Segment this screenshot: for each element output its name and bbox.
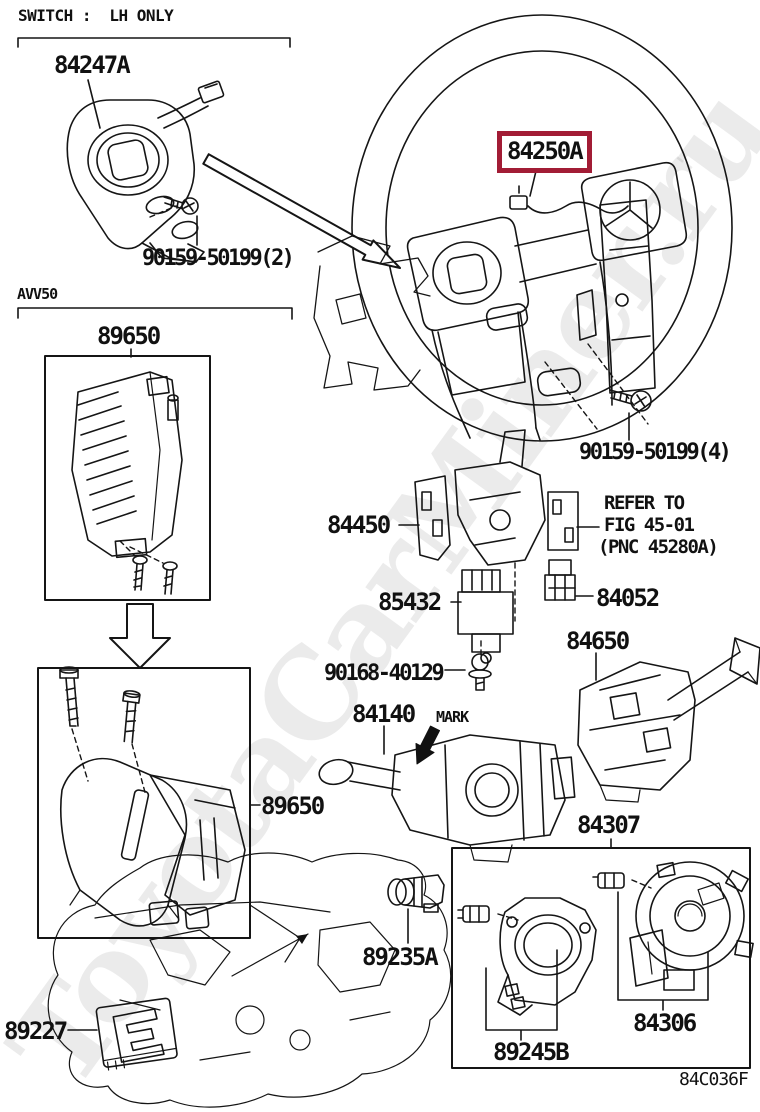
mark-note: MARK: [436, 708, 469, 726]
part-label-89245B[interactable]: 89245B: [493, 1038, 570, 1066]
clamp-84450-drawing: [415, 430, 578, 565]
group-boxes: [38, 356, 750, 1068]
part-label-84052[interactable]: 84052: [596, 584, 660, 612]
part-label-84650[interactable]: 84650: [566, 627, 630, 655]
switch-84140-drawing: [317, 735, 575, 862]
part-label-84247A[interactable]: 84247A: [54, 51, 131, 79]
part-label-89650-upper[interactable]: 89650: [97, 322, 161, 350]
lever-84650-drawing: [578, 638, 760, 802]
variant-bracket: [18, 308, 292, 319]
part-label-84450[interactable]: 84450: [327, 511, 391, 539]
variant-code: AVV50: [17, 285, 58, 303]
part-label-85432[interactable]: 85432: [378, 588, 442, 616]
switch-85432-drawing: [458, 570, 513, 663]
part-label-90159-50199-4[interactable]: 90159-50199(4): [579, 440, 732, 465]
spiral-cable-84306-drawing: [630, 862, 753, 990]
figure-code: 84C036F: [679, 1069, 749, 1090]
part-label-90159-50199-2[interactable]: 90159-50199(2): [142, 246, 295, 271]
switch-84247A-drawing: [67, 81, 224, 262]
module-89227-drawing: [96, 998, 178, 1071]
part-label-84306[interactable]: 84306: [633, 1009, 697, 1037]
screw-icon: [164, 197, 198, 214]
ecu-89650-lower-drawing: [60, 667, 245, 929]
clip-icon: [458, 873, 624, 922]
screw-90168-drawing: [469, 654, 491, 690]
header-note: SWITCH : LH ONLY: [18, 6, 174, 25]
down-arrow: [110, 604, 170, 668]
refer-note-line1: REFER TO: [604, 492, 685, 514]
bolt-icon: [60, 667, 78, 726]
ecu-89650-upper-drawing: [72, 372, 182, 594]
mark-arrow-icon: [416, 726, 440, 764]
bolt-icon: [117, 690, 140, 743]
part-label-84250A-highlighted[interactable]: 84250A: [497, 131, 592, 174]
header-bracket: [18, 38, 290, 47]
refer-note-line2: FIG 45-01: [604, 514, 695, 536]
part-label-89650-lower[interactable]: 89650: [261, 792, 325, 820]
part-label-84140[interactable]: 84140: [352, 700, 416, 728]
screw-icon: [133, 556, 177, 594]
clip-84052-drawing: [545, 560, 575, 600]
refer-note-line3: (PNC 45280A): [598, 536, 719, 558]
part-label-89235A[interactable]: 89235A: [362, 943, 439, 971]
part-label-90168-40129[interactable]: 90168-40129: [324, 661, 445, 686]
screw-icon: [610, 390, 651, 411]
part-label-89227[interactable]: 89227: [4, 1017, 68, 1045]
sensor-89245B-drawing: [498, 898, 596, 1015]
steering-wheel-drawing: [352, 15, 732, 441]
sensor-89235A-drawing: [388, 875, 444, 912]
part-label-84307[interactable]: 84307: [577, 811, 641, 839]
engine-sketch: [48, 853, 450, 1107]
dashed-assembly-lines: [72, 206, 651, 920]
dashboard-sketch: [314, 236, 430, 390]
